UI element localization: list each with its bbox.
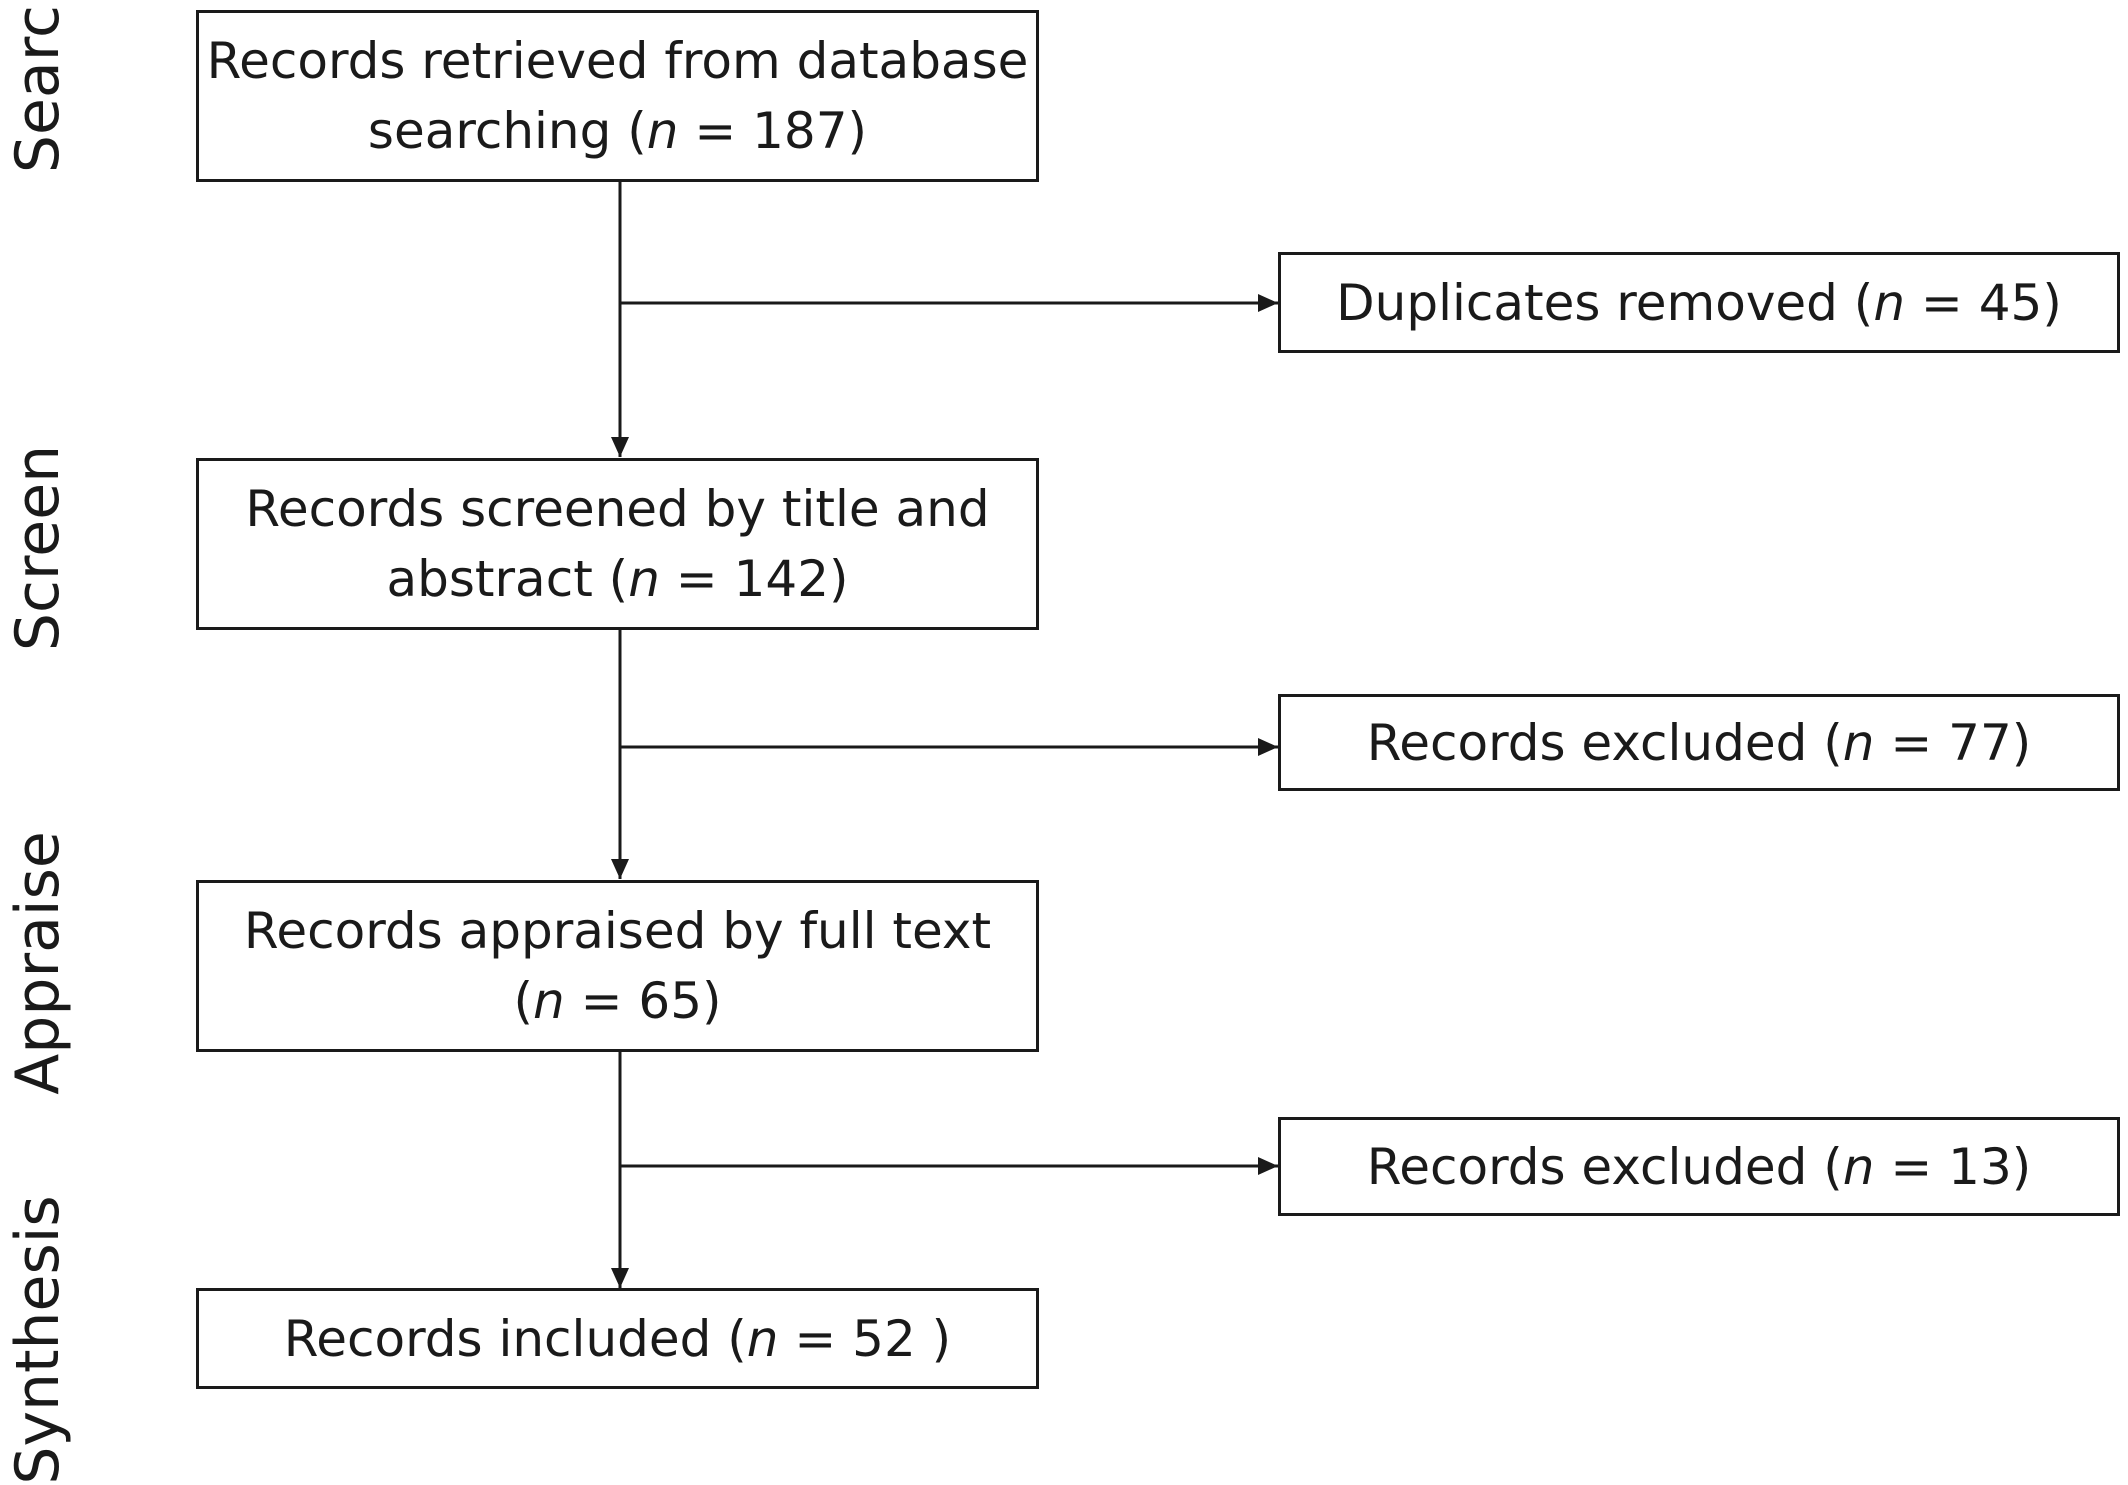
box-records-excluded-appraise-label: Records excluded (n = 13) [1366,1137,2032,1196]
box-records-retrieved: Records retrieved from database searchin… [196,10,1039,182]
stage-label-search: Search [3,0,73,174]
box-records-screened-line2: abstract (n = 142) [386,550,849,608]
box-records-screened-line1: Records screened by title and [245,480,990,538]
box-records-excluded-screen: Records excluded (n = 77) [1278,694,2120,791]
box-records-included: Records included (n = 52 ) [196,1288,1039,1389]
stage-label-synthesis: Synthesis [3,1195,73,1485]
box-records-screened: Records screened by title and abstract (… [196,458,1039,630]
box-records-retrieved-line1: Records retrieved from database [206,32,1029,90]
box-duplicates-removed: Duplicates removed (n = 45) [1278,252,2120,353]
box-records-excluded-screen-label: Records excluded (n = 77) [1366,713,2032,772]
box-records-excluded-appraise: Records excluded (n = 13) [1278,1117,2120,1216]
box-records-included-label: Records included (n = 52 ) [283,1309,952,1368]
box-records-appraised-line1: Records appraised by full text [243,902,992,960]
stage-label-appraise: Appraise [3,831,73,1095]
box-records-retrieved-line2: searching (n = 187) [367,102,868,160]
box-records-appraised-line2: (n = 65) [513,972,722,1030]
box-duplicates-removed-label: Duplicates removed (n = 45) [1336,273,2062,332]
stage-label-screen: Screen [3,444,73,652]
box-records-appraised: Records appraised by full text (n = 65) [196,880,1039,1052]
